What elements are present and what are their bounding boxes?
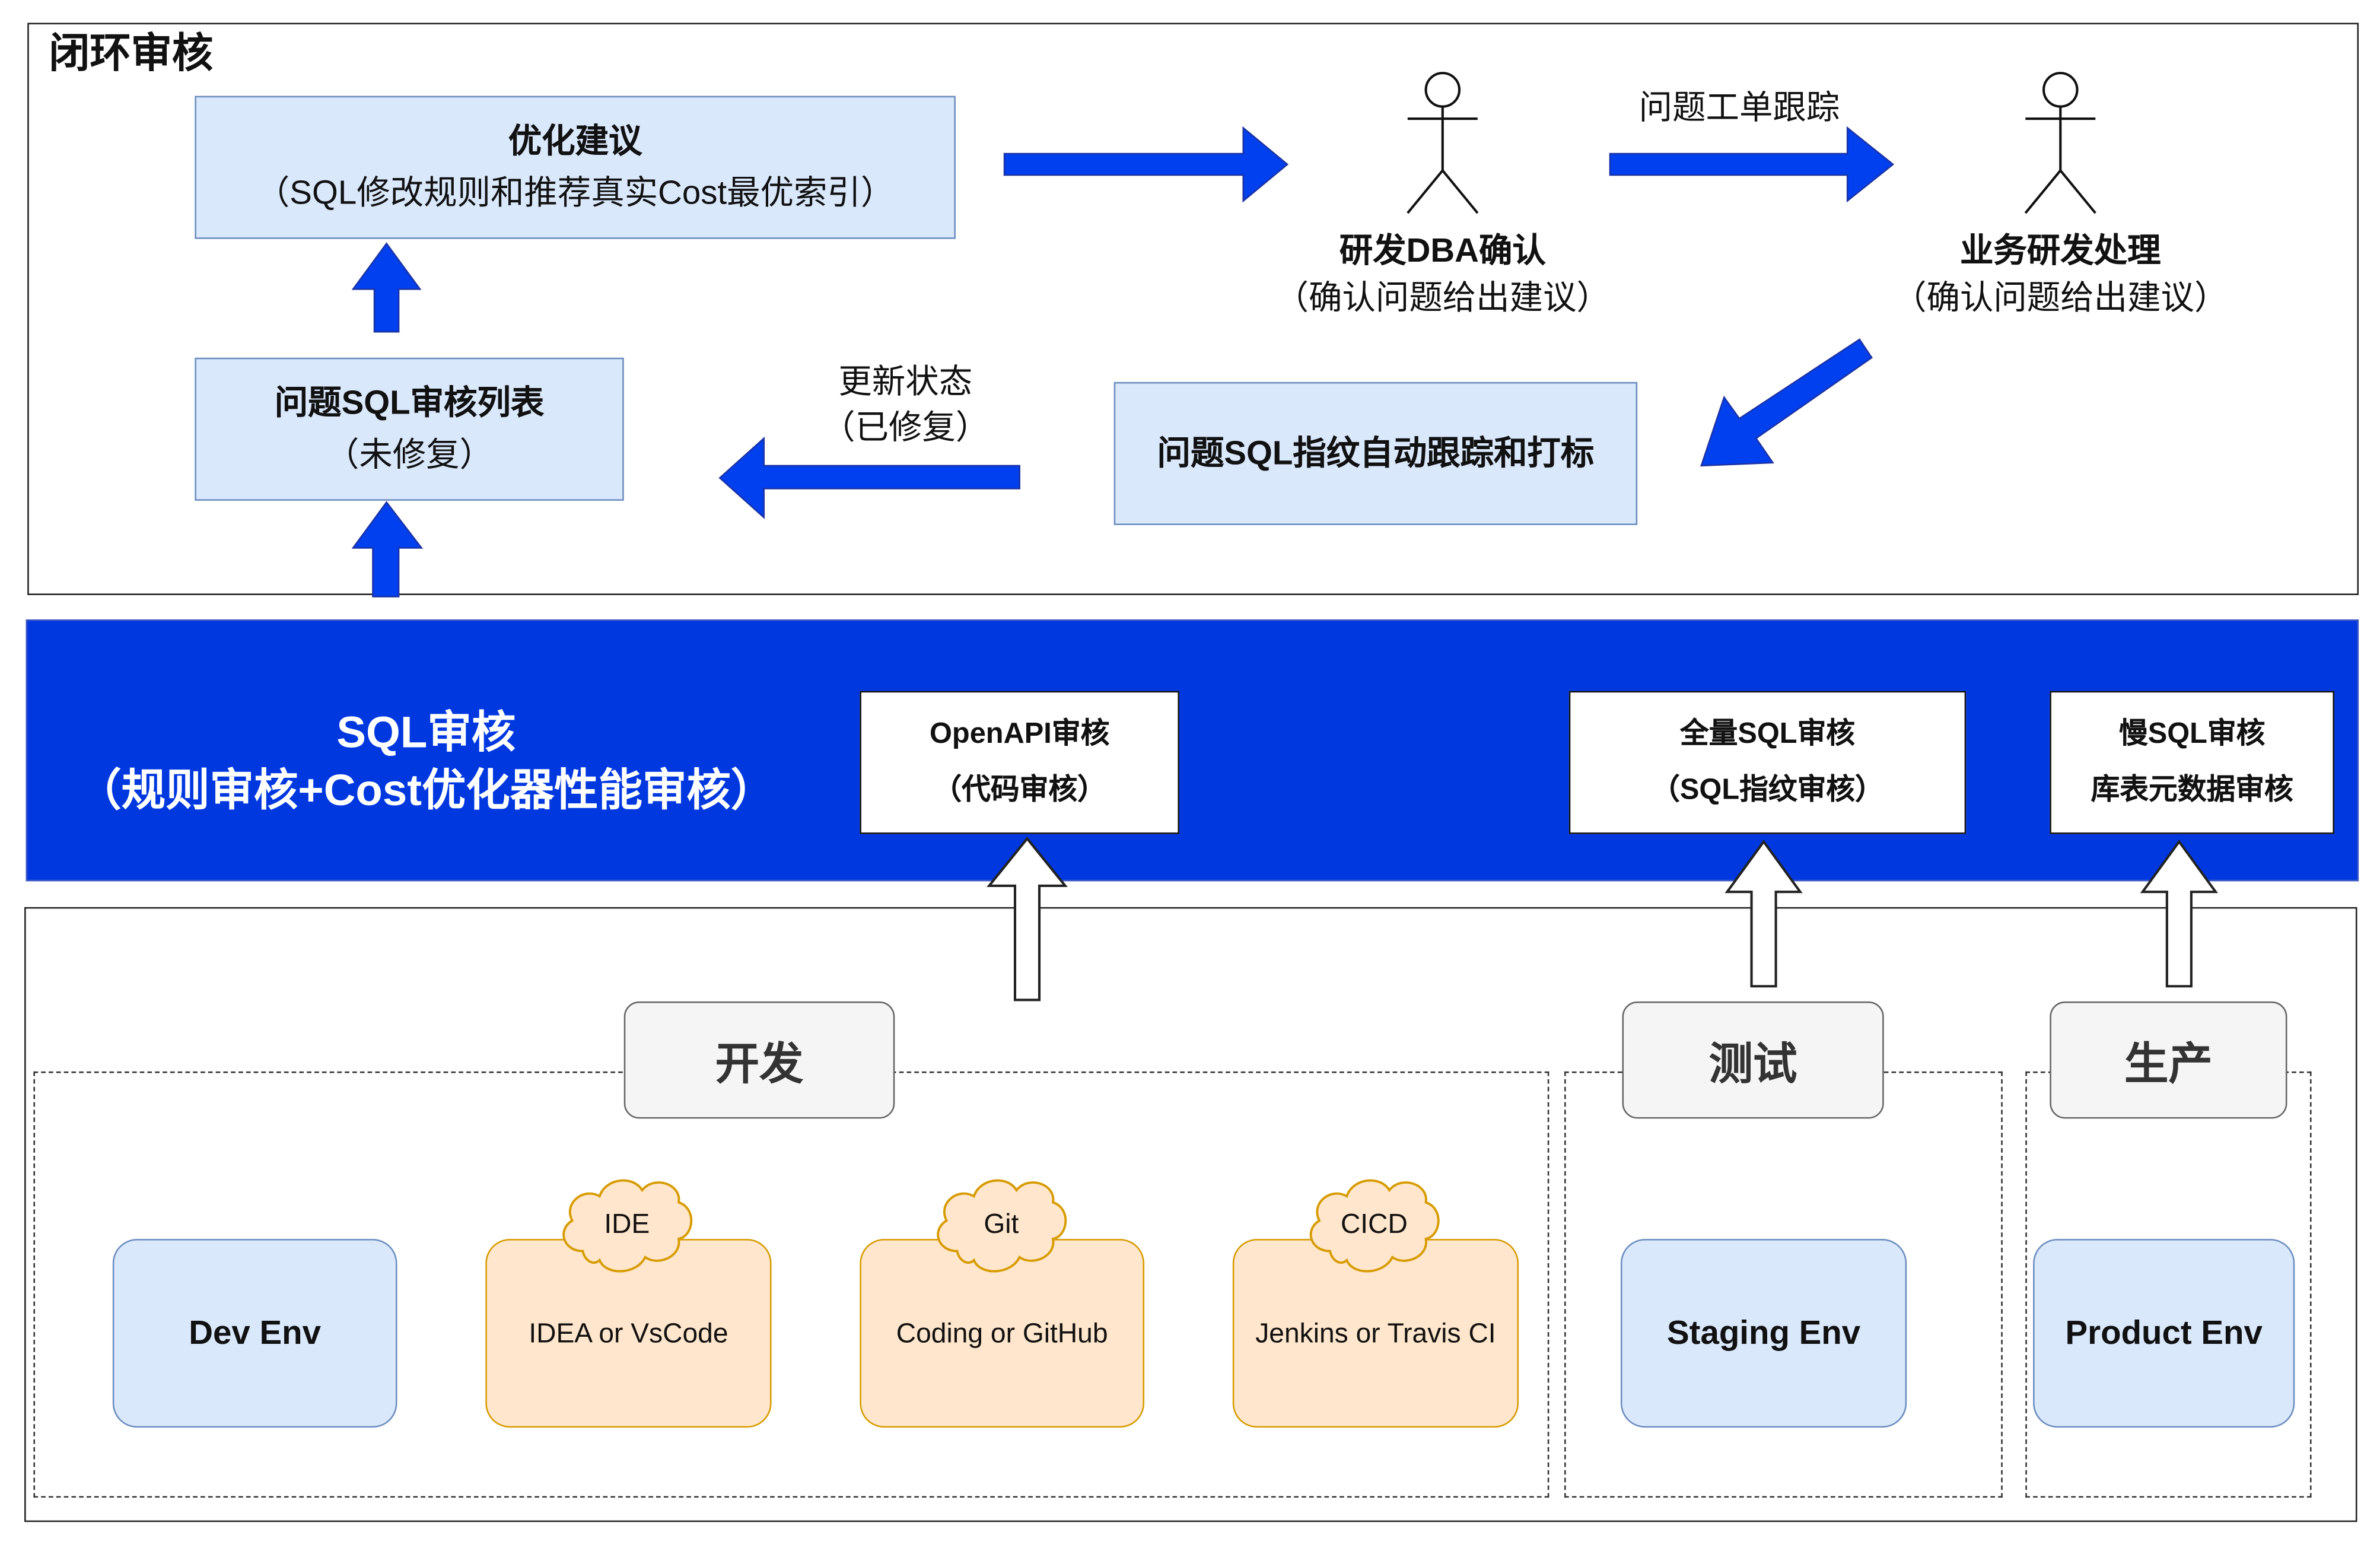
problem-sql-list-box: 问题SQL审核列表 （未修复） (195, 357, 624, 501)
full-sql-audit-box: 全量SQL审核 （SQL指纹审核） (1568, 691, 1967, 834)
staging-env-box: Staging Env (1620, 1239, 1907, 1428)
cicd-cloud-label: CICD (1340, 1208, 1408, 1239)
slow-sql-audit-line2: 库表元数据审核 (2091, 774, 2293, 807)
slow-sql-audit-line1: 慢SQL审核 (2118, 718, 2266, 751)
problem-list-subtitle: （未修复） (325, 435, 494, 473)
environments-frame (24, 907, 2357, 1522)
full-sql-audit-line1: 全量SQL审核 (1679, 718, 1856, 751)
dba-label: 研发DBA确认 （确认问题给出建议） (1263, 228, 1622, 322)
arrow-business-to-tracking (1700, 338, 1873, 467)
ide-cloud-label: IDE (604, 1208, 650, 1239)
dba-title: 研发DBA确认 (1339, 231, 1546, 270)
business-title: 业务研发处理 (1959, 231, 2161, 270)
arrow-dba-to-business (1609, 126, 1895, 203)
fingerprint-tracking-title: 问题SQL指纹自动跟踪和打标 (1157, 433, 1595, 472)
optimization-title: 优化建议 (508, 121, 642, 160)
business-subtitle: （确认问题给出建议） (1893, 278, 2228, 317)
ticket-tracking-label: 问题工单跟踪 (1638, 88, 1840, 126)
sql-audit-title-line2: （规则审核+Cost优化器性能审核） (77, 767, 775, 816)
arrow-optimize-to-dba (1003, 126, 1289, 203)
ide-cloud-icon (562, 1179, 693, 1273)
problem-list-title: 问题SQL审核列表 (274, 383, 545, 422)
arrow-list-to-optimize (351, 242, 422, 333)
slow-sql-audit-box: 慢SQL审核 库表元数据审核 (2050, 691, 2335, 834)
business-label: 业务研发处理 （确认问题给出建议） (1881, 228, 2240, 322)
openapi-audit-line2: （代码审核） (933, 774, 1106, 807)
update-status-line1: 更新状态 (838, 362, 973, 400)
sql-audit-title: SQL审核 （规则审核+Cost优化器性能审核） (61, 706, 791, 821)
sql-audit-band (26, 619, 2359, 882)
arrow-prod-to-slow (2140, 840, 2218, 988)
git-cloud-icon (937, 1179, 1067, 1273)
update-status-line2: （已修复） (822, 407, 989, 446)
product-env-box: Product Env (2033, 1239, 2295, 1428)
arrow-test-to-full (1724, 840, 1803, 988)
sql-audit-title-line1: SQL审核 (336, 709, 516, 758)
optimization-suggestion-box: 优化建议 （SQL修改规则和推荐真实Cost最优索引） (195, 96, 956, 239)
closed-loop-title: 闭环审核 (49, 30, 214, 77)
dba-person-icon (1407, 72, 1479, 214)
openapi-audit-line1: OpenAPI审核 (930, 718, 1110, 751)
openapi-audit-box: OpenAPI审核 （代码审核） (860, 691, 1180, 834)
prod-stage-tab: 生产 (2050, 1001, 2287, 1119)
optimization-subtitle: （SQL修改规则和推荐真实Cost最优索引） (256, 173, 895, 212)
dev-stage-tab: 开发 (623, 1001, 895, 1119)
dba-subtitle: （确认问题给出建议） (1275, 278, 1610, 317)
test-stage-tab: 测试 (1622, 1001, 1884, 1119)
cicd-cloud-icon (1309, 1179, 1440, 1273)
business-person-icon (2024, 72, 2096, 214)
dev-env-box: Dev Env (112, 1239, 397, 1428)
fingerprint-tracking-box: 问题SQL指纹自动跟踪和打标 (1113, 382, 1638, 525)
update-status-label: 更新状态 （已修复） (761, 359, 1050, 449)
arrow-tracking-to-list (718, 436, 1020, 520)
full-sql-audit-line2: （SQL指纹审核） (1651, 774, 1884, 807)
arrow-band-to-list (351, 501, 424, 597)
arrow-dev-to-openapi (987, 837, 1068, 1002)
git-cloud-label: Git (984, 1208, 1019, 1239)
